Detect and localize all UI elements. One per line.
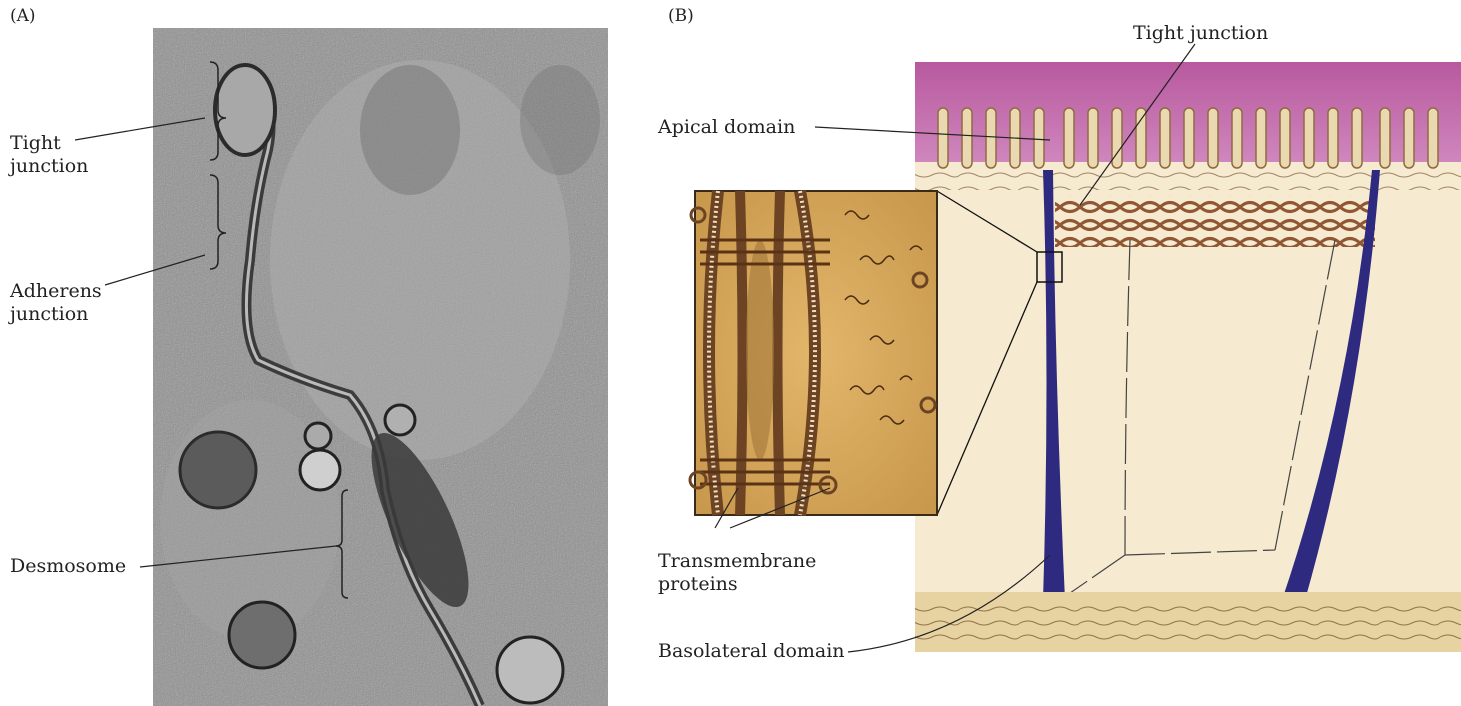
tight-junction-strands	[1055, 195, 1375, 247]
label-transmembrane-proteins: Transmembrane proteins	[658, 550, 816, 596]
electron-micrograph	[153, 28, 608, 706]
label-tight-junction-a: Tight junction	[10, 132, 88, 178]
inset-enlargement	[690, 191, 937, 515]
tight-junction-region	[215, 65, 275, 155]
label-basolateral-domain: Basolateral domain	[658, 640, 845, 663]
epithelium-illustration	[915, 62, 1461, 652]
label-adherens-junction: Adherens junction	[10, 280, 102, 326]
label-tight-junction-b: Tight junction	[1133, 22, 1268, 45]
label-desmosome: Desmosome	[10, 555, 126, 578]
label-apical-domain: Apical domain	[658, 116, 795, 139]
